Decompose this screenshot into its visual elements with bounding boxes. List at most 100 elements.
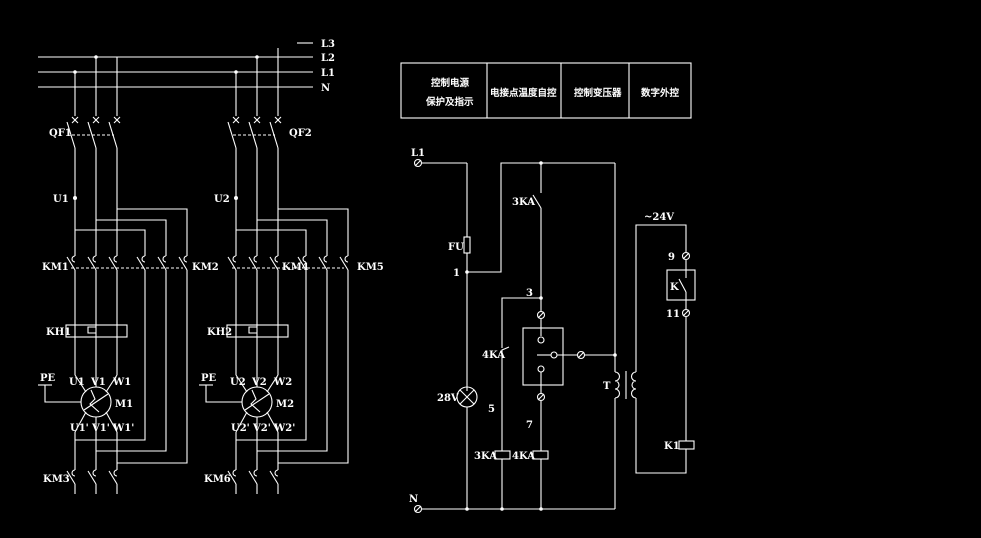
junction: [234, 70, 238, 74]
temperature-controller: [522, 327, 564, 386]
contact-blade: [66, 470, 76, 485]
contact-arc: [253, 469, 258, 477]
terminal: [536, 392, 546, 402]
contact-arc: [71, 255, 76, 263]
contact-blade: [108, 256, 118, 271]
label-motor: M1: [115, 399, 133, 410]
reverse-wire: [96, 219, 167, 256]
contact-blade: [248, 470, 258, 485]
contact-arc: [302, 255, 307, 263]
contact-point: [550, 351, 558, 359]
coil-k1: [678, 440, 695, 450]
contact-blade: [87, 256, 97, 271]
terminal-l1: [413, 158, 423, 168]
overload-element: [87, 326, 96, 334]
label-fuse: FU: [448, 242, 464, 253]
reverse-wire: [236, 270, 307, 441]
reverse-wire: [117, 270, 188, 464]
control-circuit: L1 FU 1 3KA 3 4KA 5 7: [409, 148, 696, 514]
label-node: U1: [53, 194, 69, 205]
wire: [501, 297, 541, 348]
label-overload: KH1: [46, 327, 71, 338]
winding: [266, 374, 279, 393]
contact-blade: [157, 256, 167, 271]
winding: [74, 411, 87, 433]
contact-arc: [113, 255, 118, 263]
contact-blade: [248, 256, 258, 271]
label-coil-3ka: 3KA: [474, 451, 497, 462]
reverse-wire: [75, 229, 146, 256]
contact-blade: [339, 256, 349, 271]
junction: [465, 507, 469, 511]
contact-arc: [71, 469, 76, 477]
contact-arc: [253, 255, 258, 263]
breaker-x: [232, 116, 240, 124]
breaker-x: [71, 116, 79, 124]
winding: [105, 374, 118, 393]
node-dot: [73, 196, 77, 200]
breaker-x: [274, 116, 282, 124]
overload-relay: [226, 324, 289, 338]
label-lamp: 28V: [437, 393, 459, 404]
reverse-wire: [75, 270, 146, 441]
node-dot: [234, 196, 238, 200]
contact-blade: [227, 470, 237, 485]
terminal-slash: [414, 159, 422, 167]
reverse-wire: [278, 270, 349, 464]
label-terminal-u-prime: U1': [70, 423, 89, 434]
terminal-11: [681, 308, 691, 318]
label-contact-3ka: 3KA: [512, 197, 535, 208]
label-terminal-u: U2: [230, 377, 246, 388]
label-terminal-u-prime: U2': [231, 423, 250, 434]
power-bus: L3 L2 L1 N: [38, 39, 335, 94]
motor-winding: [89, 389, 100, 413]
reverse-wire: [117, 208, 188, 256]
contact-arc: [92, 255, 97, 263]
label-terminal-w-prime: W1': [112, 423, 134, 434]
fuse: [463, 236, 471, 254]
ground-wire: [205, 385, 242, 403]
contact-blade: [87, 470, 97, 485]
contact-arc: [274, 469, 279, 477]
label-terminal-v: V2: [251, 377, 267, 388]
label-terminal-11: 11: [666, 309, 680, 320]
label-ground: PE: [40, 373, 56, 384]
bus-label-l3: L3: [321, 39, 335, 50]
terminal-slash: [414, 505, 422, 513]
label-terminal-w: W2: [273, 377, 292, 388]
winding: [74, 374, 87, 393]
label-terminal-u: U1: [69, 377, 85, 388]
junction: [94, 55, 98, 59]
label-breaker: QF1: [49, 128, 72, 139]
contact-arc: [344, 255, 349, 263]
overload-relay: [65, 324, 128, 338]
contact-arc: [92, 469, 97, 477]
label-terminal-v: V1: [90, 377, 106, 388]
terminal: [576, 350, 586, 360]
junction: [500, 507, 504, 511]
terminal-slash: [682, 309, 690, 317]
bus-label-n: N: [321, 83, 330, 94]
label-coil-k1: K1: [664, 441, 680, 452]
winding: [266, 411, 279, 433]
contact-arc: [232, 469, 237, 477]
winding: [235, 374, 248, 393]
motor-winding: [250, 389, 261, 413]
junction: [73, 70, 77, 74]
table-cell-power-line2: 保护及指示: [425, 96, 474, 108]
reverse-wire: [278, 208, 349, 256]
terminal-n: [413, 504, 423, 514]
label-transformer: T: [603, 381, 611, 392]
contact-arc: [141, 255, 146, 263]
contact-arc: [323, 255, 328, 263]
ground-wire: [44, 385, 81, 403]
label-terminal-v-prime: V2': [252, 423, 271, 434]
label-voltage: ~24V: [644, 212, 674, 223]
label-node-5: 5: [488, 404, 495, 415]
contact-arc: [183, 255, 188, 263]
contact-blade: [269, 256, 279, 271]
table-cell-digital: 数字外控: [640, 87, 680, 99]
contact-arc: [113, 469, 118, 477]
